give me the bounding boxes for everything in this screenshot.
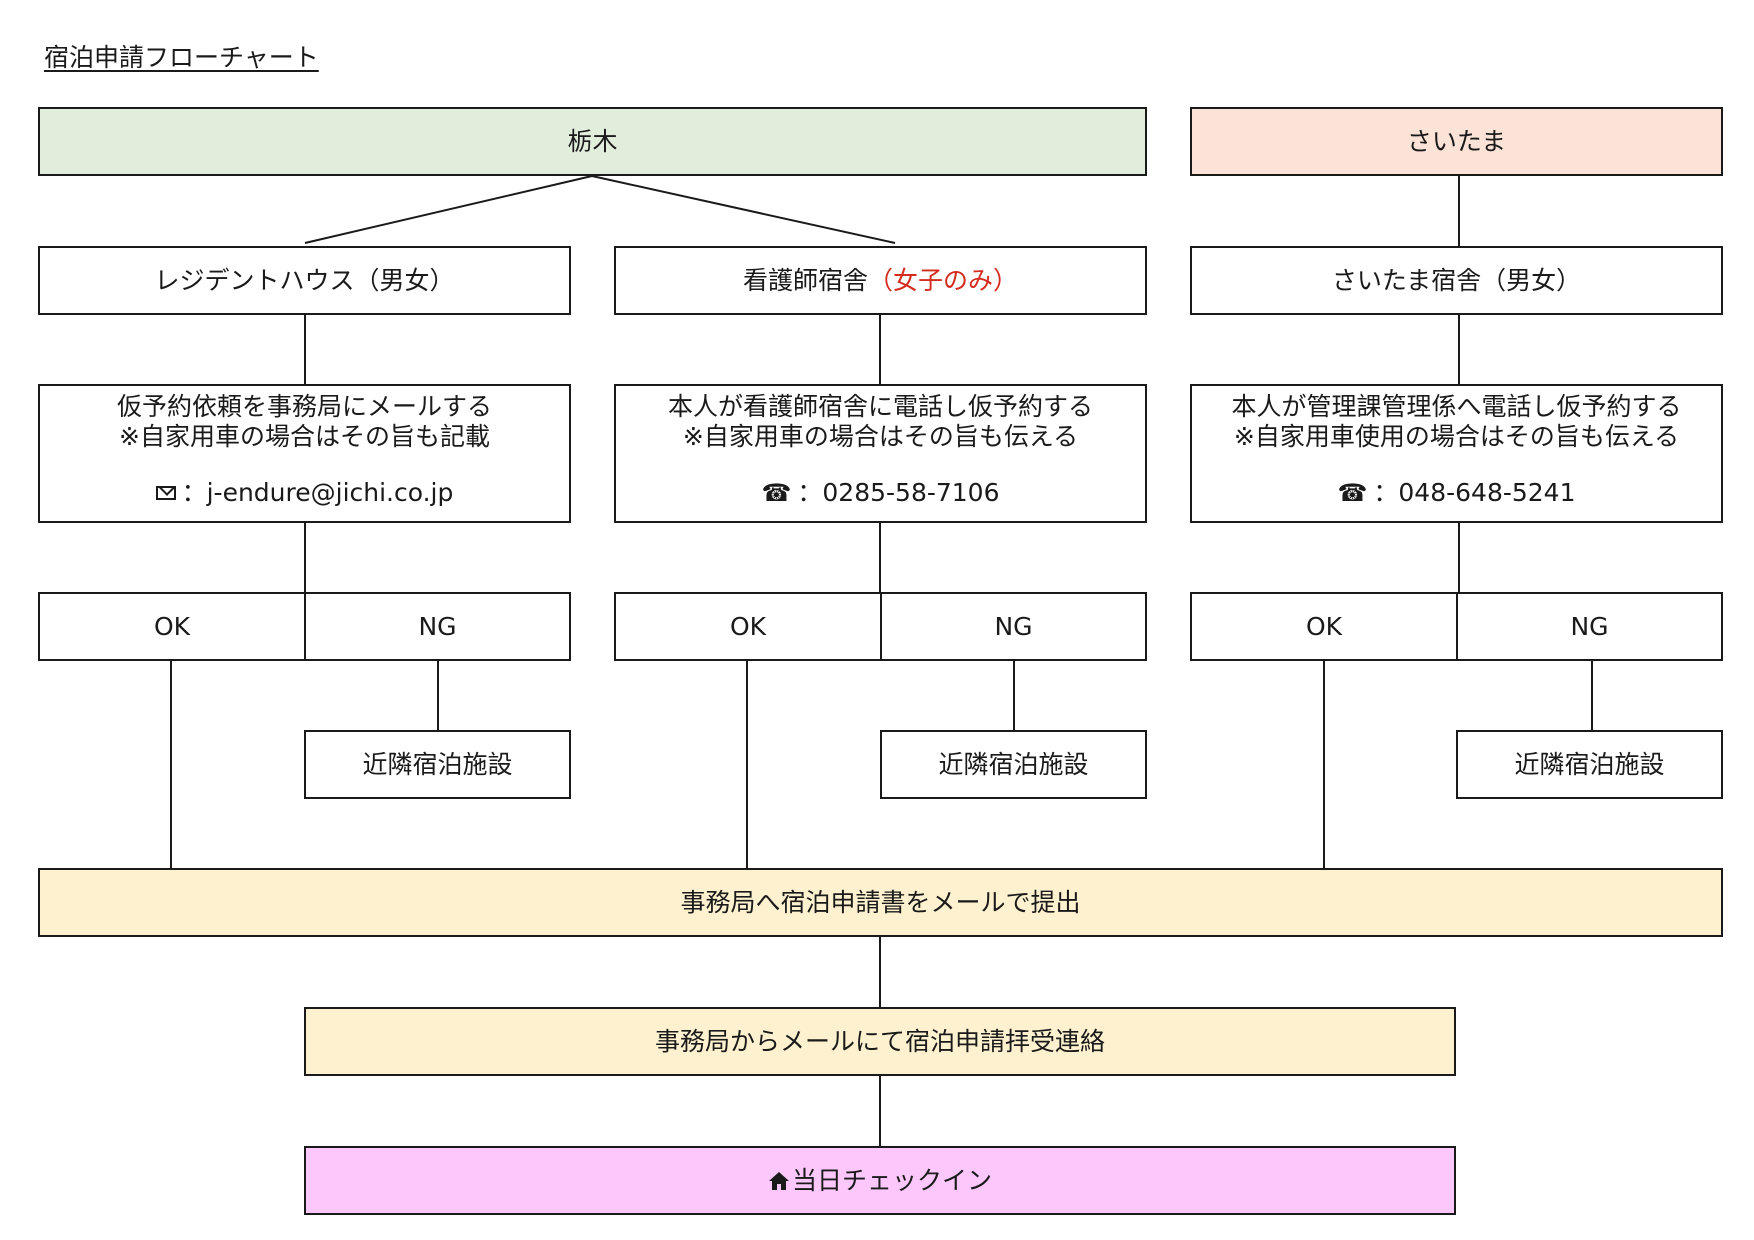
mail-icon xyxy=(155,486,176,500)
facility-nurse-dorm: 看護師宿舎（女子のみ） xyxy=(614,246,1147,315)
checkin-day: 当日チェックイン xyxy=(304,1146,1456,1215)
region-saitama-label: さいたま xyxy=(1406,126,1507,156)
home-icon xyxy=(768,1171,790,1191)
phone-icon: ☎ xyxy=(761,478,792,507)
step-nurse-line2: ※自家用車の場合はその旨も伝える xyxy=(682,422,1079,451)
facility-nurse-label: 看護師宿舎（女子のみ） xyxy=(742,265,1019,295)
step-saitama-line1: 本人が管理課管理係へ電話し仮予約する xyxy=(1231,392,1682,421)
result-ok-resident: OK xyxy=(38,592,306,661)
step-nurse-line1: 本人が看護師宿舎に電話し仮予約する xyxy=(667,392,1093,421)
step-saitama-phone: 本人が管理課管理係へ電話し仮予約する ※自家用車使用の場合はその旨も伝える ☎ … xyxy=(1190,384,1723,523)
contact-phone-nurse: ：0285-58-7106 xyxy=(797,478,1000,507)
step-nurse-phone: 本人が看護師宿舎に電話し仮予約する ※自家用車の場合はその旨も伝える ☎ ：02… xyxy=(614,384,1147,523)
step-nurse-contact: ☎ ：0285-58-7106 xyxy=(761,478,999,508)
region-saitama: さいたま xyxy=(1190,107,1723,176)
step-resident-email: 仮予約依頼を事務局にメールする ※自家用車の場合はその旨も記載 ：j-endur… xyxy=(38,384,571,523)
nearby-lodging-saitama: 近隣宿泊施設 xyxy=(1456,730,1723,799)
result-ng-resident: NG xyxy=(304,592,571,661)
phone-icon: ☎ xyxy=(1337,478,1368,507)
submit-application: 事務局へ宿泊申請書をメールで提出 xyxy=(38,868,1723,937)
step-resident-line2: ※自家用車の場合はその旨も記載 xyxy=(119,422,490,451)
contact-email: ：j-endure@jichi.co.jp xyxy=(181,478,454,507)
step-resident-line1: 仮予約依頼を事務局にメールする xyxy=(116,392,492,421)
checkin-label: 当日チェックイン xyxy=(791,1165,992,1195)
result-ok-nurse: OK xyxy=(614,592,882,661)
contact-phone-saitama: ：048-648-5241 xyxy=(1373,478,1576,507)
nearby-lodging-resident: 近隣宿泊施設 xyxy=(304,730,571,799)
facility-resident-house: レジデントハウス（男女） xyxy=(38,246,571,315)
facility-resident-label: レジデントハウス（男女） xyxy=(154,265,455,295)
confirm-label: 事務局からメールにて宿泊申請拝受連絡 xyxy=(654,1026,1105,1056)
result-ng-nurse: NG xyxy=(880,592,1147,661)
result-ok-saitama: OK xyxy=(1190,592,1458,661)
facility-saitama-dorm: さいたま宿舎（男女） xyxy=(1190,246,1723,315)
page-title: 宿泊申請フローチャート xyxy=(44,43,319,72)
women-only-note: （女子のみ） xyxy=(868,265,1019,295)
region-tochigi: 栃木 xyxy=(38,107,1147,176)
step-saitama-line2: ※自家用車使用の場合はその旨も伝える xyxy=(1233,422,1680,451)
step-saitama-contact: ☎ ：048-648-5241 xyxy=(1337,478,1575,508)
nearby-lodging-nurse: 近隣宿泊施設 xyxy=(880,730,1147,799)
step-resident-contact: ：j-endure@jichi.co.jp xyxy=(155,478,454,508)
confirmation-email: 事務局からメールにて宿泊申請拝受連絡 xyxy=(304,1007,1456,1076)
facility-saitama-label: さいたま宿舎（男女） xyxy=(1331,265,1582,295)
submit-label: 事務局へ宿泊申請書をメールで提出 xyxy=(680,887,1081,917)
result-ng-saitama: NG xyxy=(1456,592,1723,661)
region-tochigi-label: 栃木 xyxy=(567,126,618,156)
